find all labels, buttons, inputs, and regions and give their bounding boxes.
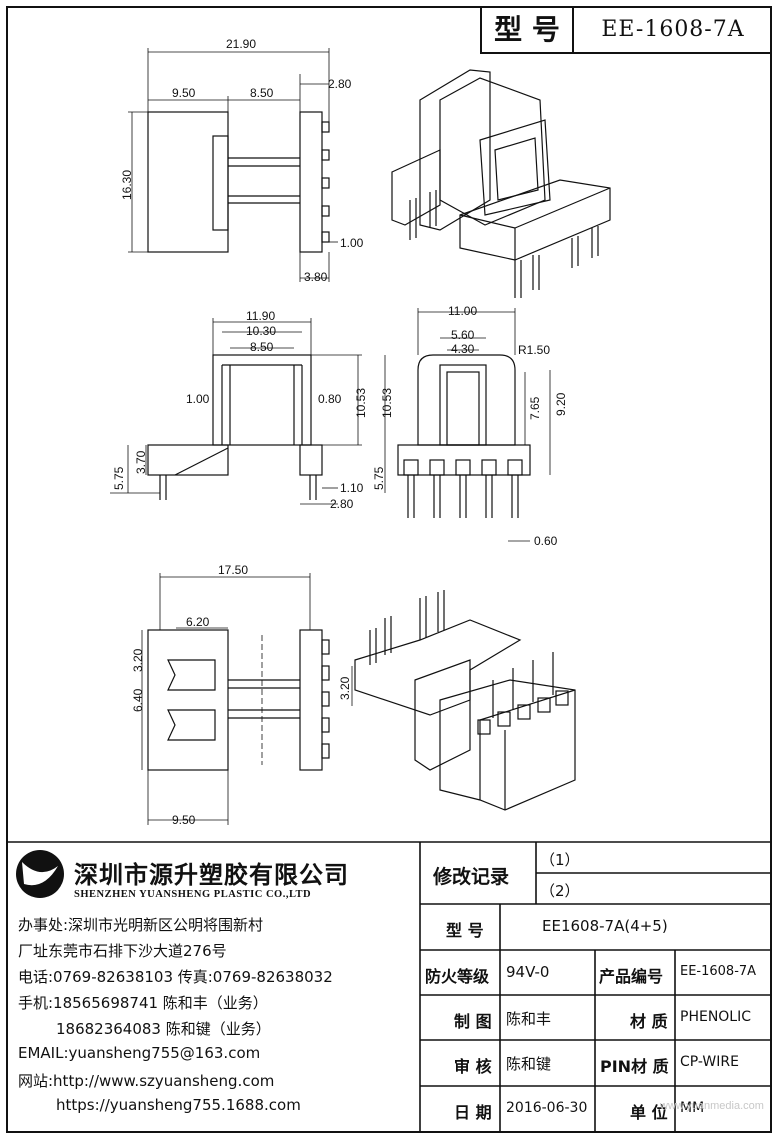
dim-ml-w3: 8.50: [250, 340, 274, 354]
model-header: 型 号 EE-1608-7A: [480, 8, 772, 54]
table-model-value: EE1608-7A(4+5): [542, 917, 668, 935]
model-header-label: 型 号: [482, 8, 574, 52]
dim-ml-height: 10.53: [354, 387, 368, 418]
company-office: 办事处:深圳市光明新区公明将围新村: [18, 916, 264, 934]
revision-label: 修改记录: [433, 866, 510, 888]
table-fire-label: 防火等级: [425, 967, 490, 986]
table-product-label: 产品编号: [599, 967, 664, 986]
table-unit-value: MM: [680, 1100, 705, 1116]
company-mobile2: 18682364083 陈和键（业务）: [56, 1020, 271, 1038]
dim-mr-w2: 5.60: [451, 328, 475, 342]
top-view: [128, 48, 338, 282]
dim-mr-radius: R1.50: [518, 343, 551, 357]
dim-ml-right-wall: 0.80: [318, 392, 342, 406]
table-review-value: 陈和键: [506, 1055, 552, 1073]
dim-top-overall: 21.90: [226, 37, 257, 51]
bottom-view: [141, 573, 353, 825]
dim-b-overall: 17.50: [218, 563, 249, 577]
dim-top-base: 3.80: [304, 270, 328, 284]
dim-top-height: 16.30: [120, 169, 134, 200]
table-pin-value: CP-WIRE: [680, 1054, 739, 1070]
company-email: EMAIL:yuansheng755@163.com: [18, 1044, 261, 1062]
table-unit-label: 单 位: [630, 1103, 668, 1122]
dim-mr-h2: 7.65: [528, 396, 542, 420]
model-header-value: EE-1608-7A: [601, 17, 745, 42]
table-material-value: PHENOLIC: [680, 1009, 752, 1025]
company-factory: 厂址东莞市石排下沙大道276号: [18, 942, 227, 960]
side-view-right: [384, 308, 551, 542]
dim-b-inner: 6.20: [186, 615, 210, 629]
title-block-grid: [6, 841, 772, 1133]
table-review-label: 审 核: [454, 1057, 492, 1076]
table-model-label: 型 号: [446, 921, 484, 940]
table-fire-value: 94V-0: [506, 963, 550, 981]
table-drawn-label: 制 图: [454, 1012, 492, 1031]
company-web1: 网站:http://www.szyuansheng.com: [18, 1072, 275, 1090]
iso-view-top: [391, 69, 611, 298]
dim-top-left: 9.50: [172, 86, 196, 100]
table-material-label: 材 质: [630, 1012, 668, 1031]
dim-mr-h3: 9.20: [554, 392, 568, 416]
dim-mr-w3: 4.30: [451, 342, 475, 356]
dim-top-mid: 8.50: [250, 86, 274, 100]
dim-top-right: 2.80: [328, 77, 352, 91]
table-date-value: 2016-06-30: [506, 1100, 588, 1116]
dim-ml-base2: 3.70: [134, 450, 148, 474]
dim-b-slot1: 3.20: [131, 648, 145, 672]
table-pin-label: PIN材 质: [600, 1057, 669, 1076]
dim-ml-left-wall: 1.00: [186, 392, 210, 406]
side-view-left: [110, 318, 362, 505]
table-date-label: 日 期: [454, 1103, 492, 1122]
revision-2: （2）: [540, 882, 580, 900]
company-logo: [16, 850, 64, 898]
company-mobile1: 手机:18565698741 陈和丰（业务）: [18, 994, 268, 1012]
dim-b-pitch: 3.20: [338, 676, 352, 700]
company-name-en: SHENZHEN YUANSHENG PLASTIC CO.,LTD: [74, 889, 312, 900]
dim-mr-w1: 11.00: [448, 304, 478, 318]
dim-mr-pin: 0.60: [534, 534, 558, 548]
dim-ml-w2: 10.30: [246, 324, 277, 338]
dim-ml-base: 5.75: [112, 466, 126, 490]
company-name-cn: 深圳市源升塑胶有限公司: [74, 861, 349, 889]
dim-b-slot2: 6.40: [131, 688, 145, 712]
dim-ml-pin2: 2.80: [330, 497, 354, 511]
iso-view-bottom: [354, 590, 576, 811]
drawing-frame: [6, 6, 772, 1133]
company-web2: https://yuansheng755.1688.com: [56, 1096, 301, 1114]
dim-mr-base: 5.75: [372, 466, 386, 490]
dim-ml-pin1: 1.10: [340, 481, 364, 495]
dim-ml-w1: 11.90: [246, 309, 276, 323]
dim-b-base: 9.50: [172, 813, 196, 827]
watermark: www.yuanmedia.com: [660, 1100, 764, 1112]
revision-1: （1）: [540, 851, 580, 869]
company-tel: 电话:0769-82638103 传真:0769-82638032: [18, 968, 333, 986]
table-drawn-value: 陈和丰: [506, 1010, 552, 1028]
table-product-value: EE-1608-7A: [680, 964, 757, 979]
dim-mr-height: 10.53: [380, 387, 394, 418]
dim-top-pin-gap: 1.00: [340, 236, 364, 250]
